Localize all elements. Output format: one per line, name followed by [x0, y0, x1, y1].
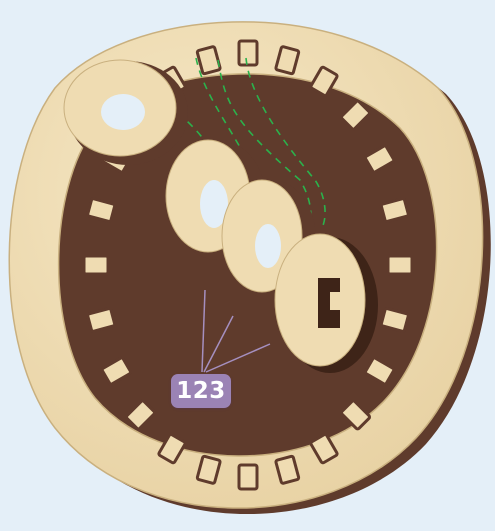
ring-gear-tooth [87, 198, 115, 222]
part-number-callout: 123 [171, 374, 231, 408]
ring-gear-tooth [388, 256, 412, 274]
ring-gear-tooth [239, 41, 257, 65]
ring-gear-tooth [197, 46, 221, 74]
ring-gear-tooth [276, 46, 300, 74]
ring-gear-tooth [276, 456, 300, 484]
ring-gear-tooth [239, 465, 257, 489]
ring-gear-tooth [381, 308, 409, 332]
ring-gear-tooth [197, 456, 221, 484]
ring-gear-tooth [84, 256, 108, 274]
ring-gear-tooth [381, 198, 409, 222]
